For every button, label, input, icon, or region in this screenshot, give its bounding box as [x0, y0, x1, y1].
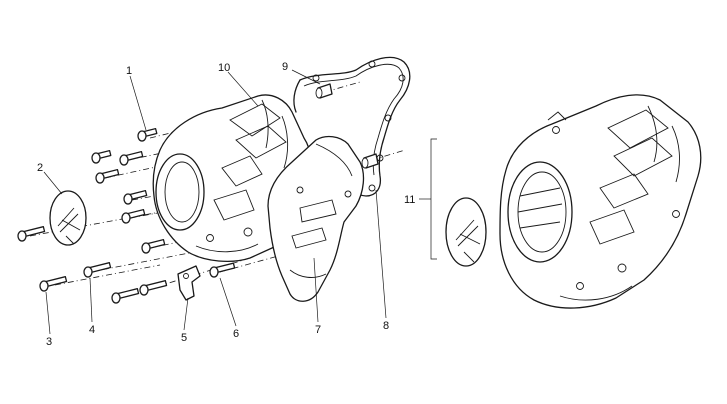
gasket-part-9: [293, 56, 411, 197]
callout-10: 10: [218, 62, 230, 74]
bolt: [39, 276, 68, 292]
bolt: [17, 226, 46, 242]
callout-9: 9: [282, 61, 288, 73]
callout-5: 5: [181, 332, 187, 344]
cover-badge-part-2: [49, 190, 87, 246]
bolts: [17, 127, 236, 304]
callout-6: 6: [233, 328, 239, 340]
bolt: [111, 288, 140, 304]
callout-3: 3: [46, 336, 52, 348]
bolt: [137, 127, 158, 142]
callout-4: 4: [89, 324, 95, 336]
assembled-cover-part-11: [499, 94, 702, 309]
bolt: [83, 262, 112, 278]
bolt: [91, 149, 112, 164]
leader-lines: [43, 69, 387, 335]
callout-11: 11: [404, 194, 415, 206]
callout-2: 2: [37, 162, 43, 174]
assembled-badge: [445, 197, 487, 267]
callout-1: 1: [126, 65, 132, 77]
bolt: [119, 150, 144, 166]
bolt: [209, 262, 236, 278]
bolt: [121, 208, 146, 224]
callout-7: 7: [315, 324, 321, 336]
bolt: [139, 280, 168, 296]
callout-labels: 1 2 3 4 5 6 7 8 9 10 11: [37, 61, 415, 348]
callout-8: 8: [383, 320, 389, 332]
bolt: [141, 238, 166, 254]
bracket-part-5: [177, 265, 201, 301]
bolt: [95, 168, 120, 184]
bolt: [123, 189, 148, 205]
inner-cover-part-7: [267, 135, 365, 302]
dowel-pins: [315, 83, 379, 169]
assembly-bracket: [419, 138, 437, 260]
